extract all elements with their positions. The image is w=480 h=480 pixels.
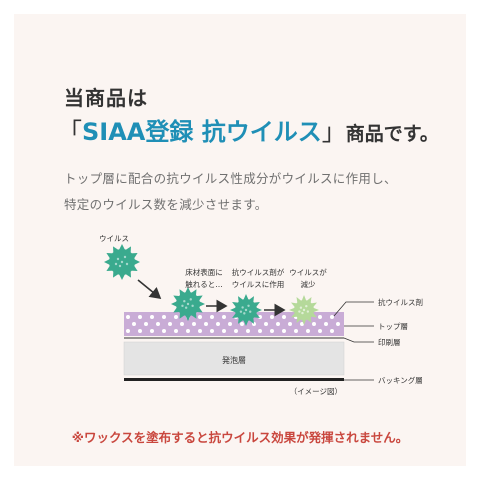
antiviral-dot: [204, 322, 208, 326]
layer-label-top: トップ層: [378, 322, 408, 331]
wax-warning: ※ワックスを塗布すると抗ウイルス効果が発揮されません。: [71, 430, 409, 445]
antiviral-dot: [216, 322, 220, 326]
antiviral-dot: [222, 329, 226, 333]
bracket-close: 」: [321, 118, 346, 146]
antiviral-dot: [132, 322, 136, 326]
antiviral-dot: [126, 315, 130, 319]
antiviral-dot: [150, 315, 154, 319]
antiviral-dot: [288, 322, 292, 326]
antiviral-dot: [264, 322, 268, 326]
description: トップ層に配合の抗ウイルス性成分がウイルスに作用し、 特定のウイルス数を減少させ…: [64, 166, 444, 218]
antiviral-dot: [294, 329, 298, 333]
siaa-highlight: SIAA登録 抗ウイルス: [82, 118, 322, 146]
antiviral-dot: [162, 329, 166, 333]
antiviral-dot: [318, 329, 322, 333]
virus-icon-acted: [230, 294, 262, 326]
antiviral-dot: [282, 315, 286, 319]
step1-line2: 触れると…: [185, 279, 223, 289]
virus-icon-reduced: [289, 295, 319, 325]
antiviral-dot: [318, 315, 322, 319]
step1-line1: 床材表面に: [185, 267, 223, 277]
antiviral-dot: [180, 322, 184, 326]
virus-label: ウイルス: [99, 234, 129, 243]
antiviral-dot: [198, 329, 202, 333]
step3-line2: 減少: [301, 279, 316, 289]
info-card: 当商品は 「SIAA登録 抗ウイルス」商品です。 トップ層に配合の抗ウイルス性成…: [14, 14, 466, 466]
antiviral-dot: [162, 315, 166, 319]
antiviral-dot: [246, 329, 250, 333]
antiviral-dot: [150, 329, 154, 333]
antiviral-dot: [300, 322, 304, 326]
image-note: （イメージ図）: [290, 387, 342, 396]
backing-layer: [124, 378, 344, 381]
leader-print: [343, 337, 374, 343]
antiviral-dot: [144, 322, 148, 326]
heading-line1: 当商品は: [64, 86, 148, 110]
antiviral-dot: [210, 329, 214, 333]
antiviral-dot: [324, 322, 328, 326]
antiviral-dot: [210, 315, 214, 319]
antiviral-dot: [276, 322, 280, 326]
bracket-open: 「: [58, 118, 82, 146]
antiviral-dot: [186, 329, 190, 333]
antiviral-dot: [138, 315, 142, 319]
heading-line2: 「SIAA登録 抗ウイルス」商品です。: [58, 112, 439, 147]
antiviral-dot: [156, 322, 160, 326]
description-line2: 特定のウイルス数を減少させます。: [64, 197, 268, 212]
foam-layer: [123, 341, 345, 376]
antiviral-dot: [222, 315, 226, 319]
layer-diagram: 発泡層 （イメージ図） ウイルス: [99, 234, 423, 396]
description-line1: トップ層に配合の抗ウイルス性成分がウイルスに作用し、: [64, 171, 397, 186]
layer-label-antiviral: 抗ウイルス剤: [378, 297, 423, 307]
antiviral-dot: [126, 329, 130, 333]
step2-line1: 抗ウイルス剤が: [232, 267, 285, 277]
virus-icon: [104, 244, 140, 280]
antiviral-dot: [228, 322, 232, 326]
antiviral-dot: [198, 315, 202, 319]
step2-line2: ウイルスに作用: [232, 279, 285, 289]
antiviral-dot: [234, 329, 238, 333]
arrow-icon: [137, 279, 162, 300]
layer-label-backing: バッキング層: [378, 375, 423, 385]
antiviral-dot: [312, 322, 316, 326]
antiviral-dot: [330, 329, 334, 333]
antiviral-dot: [192, 322, 196, 326]
antiviral-dot: [174, 315, 178, 319]
antiviral-dot: [270, 329, 274, 333]
antiviral-dot: [138, 329, 142, 333]
antiviral-dot: [174, 329, 178, 333]
antiviral-dot: [168, 322, 172, 326]
heading-suffix: 商品です。: [345, 123, 439, 145]
antiviral-dot: [306, 329, 310, 333]
antiviral-dot: [330, 315, 334, 319]
antiviral-dot: [282, 329, 286, 333]
antiviral-dot: [258, 329, 262, 333]
antiviral-dot: [270, 315, 274, 319]
antiviral-dot: [258, 315, 262, 319]
antiviral-dot: [240, 322, 244, 326]
foam-layer-label: 発泡層: [222, 355, 246, 365]
leader-antiviral: [333, 301, 374, 317]
virus-icon-touching: [171, 287, 205, 321]
antiviral-dot: [336, 322, 340, 326]
layer-label-print: 印刷層: [378, 338, 401, 347]
step3-line1: ウイルスが: [289, 267, 327, 277]
